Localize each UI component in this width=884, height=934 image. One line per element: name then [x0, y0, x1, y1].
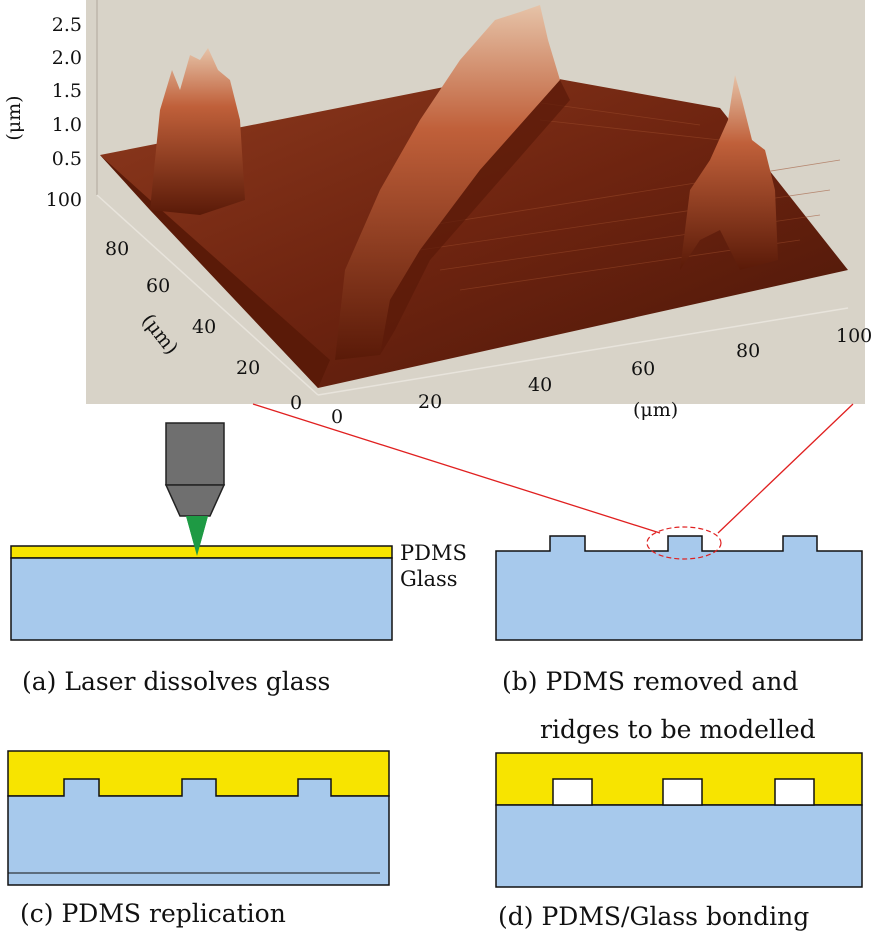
caption-b-line2: ridges to be modelled — [540, 715, 816, 744]
x-tick-label: 100 — [836, 325, 872, 347]
z-tick-label: 2.5 — [52, 14, 82, 36]
caption-b-line1: (b) PDMS removed and — [502, 667, 798, 696]
glass-with-ridges-c — [7, 778, 390, 886]
z-tick-label: 2.0 — [52, 47, 82, 69]
caption-d: (d) PDMS/Glass bonding — [498, 902, 809, 931]
panel-b: (b) PDMS removed and ridges to be modell… — [495, 526, 863, 744]
caption-c: (c) PDMS replication — [20, 899, 286, 928]
x-tick-label: 20 — [418, 391, 442, 413]
x-tick-label: 80 — [736, 340, 760, 362]
z-tick-label: 100 — [46, 189, 82, 211]
zoom-line-right — [717, 403, 854, 534]
afm-ridge-left — [150, 48, 245, 215]
objective-body — [165, 422, 225, 486]
afm-surface — [100, 72, 848, 388]
y-tick-label: 0 — [290, 392, 302, 414]
panel-c: (c) PDMS replication — [7, 750, 390, 928]
glass-label: Glass — [400, 567, 458, 591]
z-tick-label: 1.0 — [52, 114, 82, 136]
glass-with-ridges-b — [495, 535, 863, 641]
afm-ridge-center — [335, 5, 560, 360]
channel-1 — [552, 778, 593, 806]
x-tick-label: 0 — [331, 406, 343, 428]
zoom-line-left — [252, 403, 661, 534]
x-axis-unit: (μm) — [633, 399, 678, 421]
x-tick-label: 40 — [528, 374, 552, 396]
pdms-layer-a — [10, 545, 393, 559]
x-axis-line — [317, 307, 849, 396]
afm-plot: 2.5 2.0 1.5 1.0 0.5 100 (μm) 80 60 40 20… — [3, 0, 872, 428]
z-tick-label: 1.5 — [52, 80, 82, 102]
y-tick-label: 60 — [146, 275, 170, 297]
y-tick-label: 20 — [236, 357, 260, 379]
afm-ridge-right — [680, 75, 778, 270]
z-axis-unit: (μm) — [3, 95, 25, 140]
afm-surface-front-edge — [100, 155, 330, 388]
zoom-highlight-ellipse — [646, 526, 722, 560]
y-tick-label: 80 — [105, 238, 129, 260]
laser-focus — [186, 516, 208, 556]
channel-3 — [774, 778, 815, 806]
panel-d: (d) PDMS/Glass bonding — [495, 752, 863, 931]
glass-substrate-a — [10, 557, 393, 641]
glass-substrate-d — [495, 804, 863, 888]
objective-tip — [164, 484, 226, 517]
z-tick-label: 0.5 — [52, 148, 82, 170]
x-tick-label: 60 — [631, 358, 655, 380]
y-tick-label: 40 — [192, 316, 216, 338]
caption-a: (a) Laser dissolves glass — [22, 667, 330, 696]
pdms-label: PDMS — [400, 541, 467, 565]
channel-2 — [662, 778, 703, 806]
panel-a: PDMS Glass (a) Laser dissolves glass — [10, 422, 467, 696]
afm-ridge-center-shadow — [380, 80, 570, 355]
y-axis-line — [96, 194, 319, 396]
